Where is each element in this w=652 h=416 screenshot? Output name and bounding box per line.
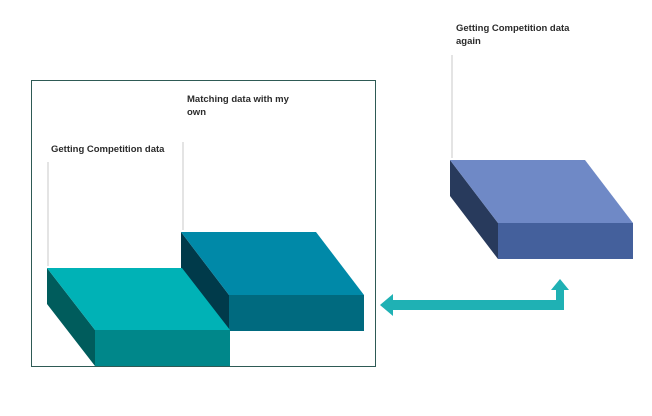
label-text: Getting Competition data xyxy=(51,144,165,155)
block-matching-side xyxy=(181,232,229,331)
block-again-front xyxy=(498,223,633,259)
block-competition-again xyxy=(450,160,633,259)
block-matching-data xyxy=(181,232,364,331)
label-getting-competition-data: Getting Competition data xyxy=(51,143,164,156)
label-text-line-1: Getting Competition data xyxy=(456,23,570,34)
label-text-line-2: again xyxy=(456,36,481,47)
group-frame xyxy=(31,80,376,367)
block-again-side xyxy=(450,160,498,259)
label-text-line-1: Matching data with my xyxy=(187,94,289,105)
block-competition-side xyxy=(47,268,95,366)
connector-arrow xyxy=(380,279,569,316)
block-competition-data xyxy=(47,268,230,366)
label-text-line-2: own xyxy=(187,107,206,118)
label-matching-data: Matching data with my own xyxy=(187,93,289,119)
block-matching-front xyxy=(229,295,364,331)
block-matching-top xyxy=(181,232,364,295)
block-competition-top xyxy=(47,268,230,330)
bent-double-arrow-icon xyxy=(380,279,569,316)
block-again-top xyxy=(450,160,633,223)
label-getting-competition-data-again: Getting Competition data again xyxy=(456,22,569,48)
block-competition-front xyxy=(95,330,230,366)
